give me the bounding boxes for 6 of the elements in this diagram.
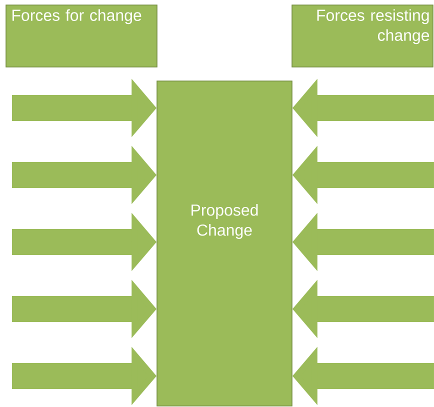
- heading-box: [292, 4, 434, 68]
- node-label: Proposed Change: [192, 204, 258, 239]
- node-label: Forces resisting change: [317, 9, 430, 44]
- change-box: [156, 80, 292, 406]
- node-label: Forces for change: [12, 9, 142, 24]
- heading-box: [6, 4, 158, 68]
